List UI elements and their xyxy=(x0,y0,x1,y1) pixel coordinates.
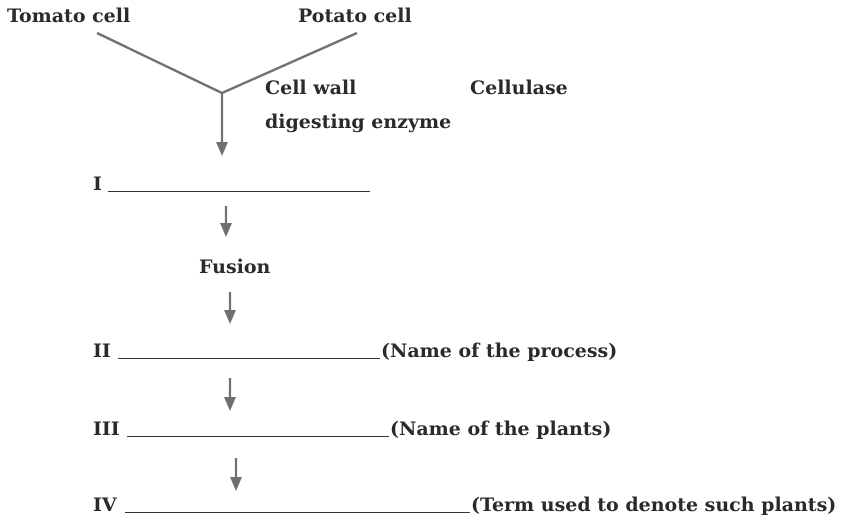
enzyme-label-line1: Cell wall xyxy=(265,77,357,99)
step-IV-numeral: IV xyxy=(93,494,117,516)
enzyme-name-label: Cellulase xyxy=(470,77,568,99)
potato-branch-line xyxy=(221,31,358,95)
merge-lines xyxy=(96,31,358,95)
step-I-numeral: I xyxy=(93,173,102,195)
step-II-numeral: II xyxy=(93,340,111,362)
step-I-blank xyxy=(108,191,370,192)
step-III-numeral: III xyxy=(93,418,120,440)
arrow-III-to-IV xyxy=(230,458,242,491)
arrow-II-to-III xyxy=(224,378,236,411)
fusion-label: Fusion xyxy=(199,256,271,278)
step-II-hint: (Name of the process) xyxy=(381,340,618,362)
step-IV-blank xyxy=(125,512,470,513)
step-IV-hint: (Term used to denote such plants) xyxy=(471,494,837,516)
potato-cell-label: Potato cell xyxy=(298,5,412,27)
arrow-to-I xyxy=(216,93,228,156)
arrow-I-to-fusion xyxy=(220,206,232,237)
tomato-cell-label: Tomato cell xyxy=(7,5,131,27)
arrow-fusion-to-II xyxy=(224,292,236,324)
enzyme-label-line2: digesting enzyme xyxy=(265,111,452,133)
step-II-blank xyxy=(118,358,380,359)
step-III-blank xyxy=(127,436,389,437)
tomato-branch-line xyxy=(96,31,223,95)
step-III-hint: (Name of the plants) xyxy=(390,418,612,440)
